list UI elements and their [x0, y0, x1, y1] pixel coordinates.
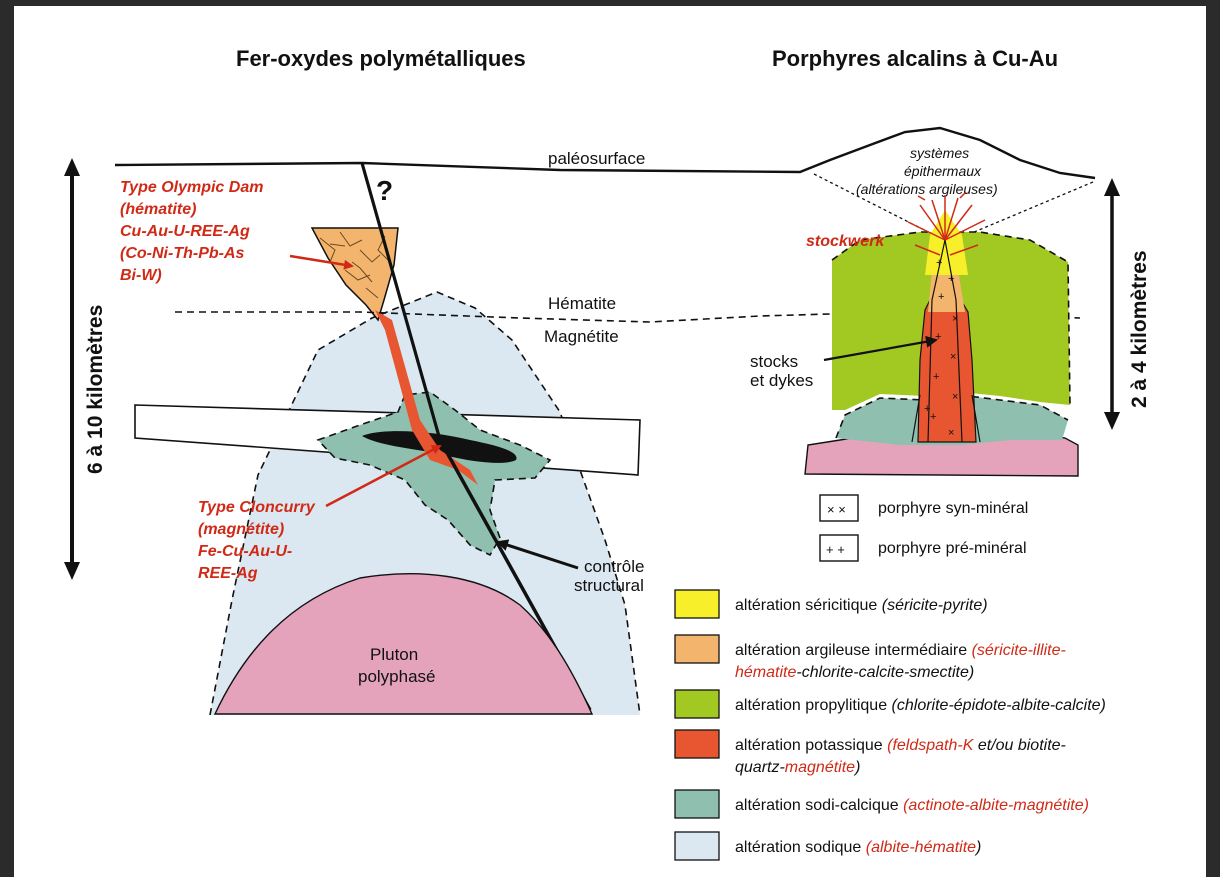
svg-text:×: × — [952, 391, 958, 403]
magnetite-label: Magnétite — [544, 327, 619, 346]
legend-label-4: altération sodi-calcique (actinote-albit… — [735, 797, 1089, 814]
svg-text:×: × — [950, 351, 956, 363]
epithermal-line-3: (altérations argileuses) — [856, 181, 998, 197]
legend-label-1: altération argileuse intermédiaire (séri… — [735, 642, 1066, 659]
left-scale-label: 6 à 10 kilomètres — [84, 305, 107, 474]
olympic-line-3: Cu-Au-U-REE-Ag — [120, 223, 250, 240]
svg-text:+: + — [924, 403, 930, 415]
syn-mineral-label: porphyre syn-minéral — [878, 500, 1028, 517]
legend-swatch-5 — [675, 832, 719, 860]
question-mark: ? — [376, 175, 393, 206]
svg-text:+: + — [935, 331, 941, 343]
pluton-label-1: Pluton — [370, 645, 418, 664]
epithermal-line-2: épithermaux — [904, 163, 982, 179]
legend-label-1-line2: hématite-chlorite-calcite-smectite) — [735, 664, 974, 681]
svg-text:×: × — [952, 313, 958, 325]
legend-swatch-4 — [675, 790, 719, 818]
cloncurry-line-2: (magnétite) — [198, 521, 284, 538]
legend-label-0: altération séricitique (séricite-pyrite) — [735, 597, 988, 614]
olympic-line-4: (Co-Ni-Th-Pb-As — [120, 245, 245, 262]
pre-mineral-symbol: + + — [826, 542, 845, 557]
legend-swatch-2 — [675, 690, 719, 718]
svg-text:+: + — [936, 257, 942, 269]
left-title: Fer-oxydes polymétalliques — [236, 46, 526, 71]
stocks-label-2: et dykes — [750, 371, 813, 390]
cloncurry-line-3: Fe-Cu-Au-U- — [198, 543, 292, 560]
pluton-label-2: polyphasé — [358, 667, 436, 686]
controle-label-2: structural — [574, 576, 644, 595]
svg-text:+: + — [933, 371, 939, 383]
stocks-label-1: stocks — [750, 352, 798, 371]
cloncurry-line-1: Type Cloncurry — [198, 499, 316, 516]
right-scale-bar: 2 à 4 kilomètres — [1104, 178, 1151, 430]
svg-text:+: + — [938, 291, 944, 303]
legend-label-5: altération sodique (albite-hématite) — [735, 839, 981, 856]
olympic-line-2: (hématite) — [120, 201, 196, 218]
cloncurry-line-4: REE-Ag — [198, 565, 258, 582]
potassic-core — [918, 290, 976, 442]
hematite-label: Hématite — [548, 294, 616, 313]
porphyry-legend: × × porphyre syn-minéral + + porphyre pr… — [820, 495, 1028, 561]
olympic-line-1: Type Olympic Dam — [120, 179, 263, 196]
svg-text:×: × — [948, 427, 954, 439]
epithermal-line-1: systèmes — [910, 145, 969, 161]
right-title: Porphyres alcalins à Cu-Au — [772, 46, 1058, 71]
legend-label-2: altération propylitique (chlorite-épidot… — [735, 697, 1106, 714]
olympic-dam-label: Type Olympic Dam (hématite) Cu-Au-U-REE-… — [120, 179, 263, 284]
controle-label-1: contrôle — [584, 557, 644, 576]
alteration-legend: altération séricitique (séricite-pyrite)… — [675, 590, 1106, 860]
legend-swatch-1 — [675, 635, 719, 663]
svg-text:+: + — [948, 273, 954, 285]
olympic-line-5: Bi-W) — [120, 267, 162, 284]
stockwerk-label: stockwerk — [806, 233, 885, 250]
legend-swatch-0 — [675, 590, 719, 618]
legend-label-3: altération potassique (feldspath-K et/ou… — [735, 737, 1066, 754]
legend-label-3-line2: quartz-magnétite) — [735, 759, 860, 776]
legend-swatch-3 — [675, 730, 719, 758]
left-scale-bar: 6 à 10 kilomètres — [64, 158, 108, 580]
svg-text:+: + — [930, 411, 936, 423]
paleosurface-label: paléosurface — [548, 149, 645, 168]
syn-mineral-symbol: × × — [827, 502, 846, 517]
right-scale-label: 2 à 4 kilomètres — [1128, 250, 1151, 408]
pre-mineral-label: porphyre pré-minéral — [878, 540, 1027, 557]
